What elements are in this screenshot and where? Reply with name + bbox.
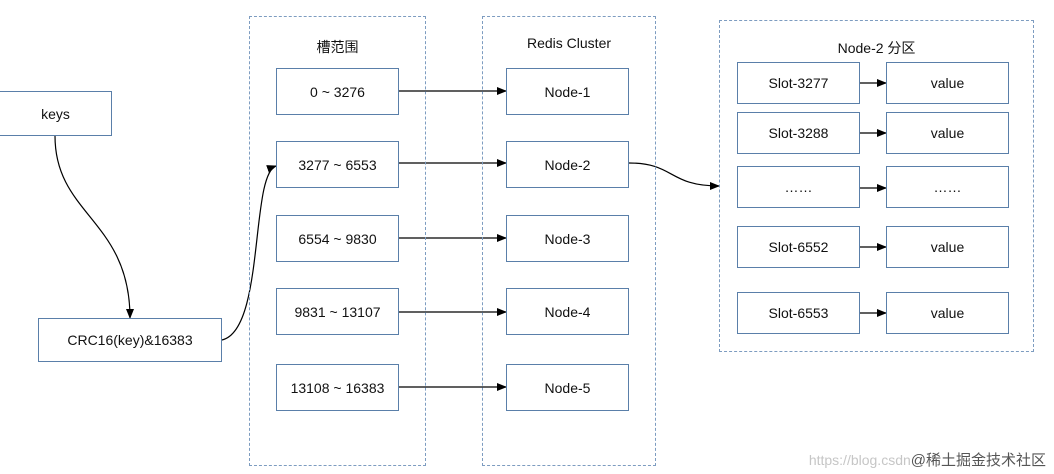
value-cell-2: value: [886, 112, 1009, 154]
keys-box: keys: [0, 91, 112, 136]
watermark-brand: @稀土掘金技术社区: [910, 452, 1046, 469]
value-cell-5-label: value: [930, 305, 965, 321]
value-cell-4-label: value: [930, 239, 965, 255]
node-4-label: Node-4: [544, 303, 591, 320]
value-cell-3: ……: [886, 166, 1009, 208]
hash-box: CRC16(key)&16383: [38, 318, 222, 362]
node-4: Node-4: [506, 288, 629, 335]
node-3: Node-3: [506, 215, 629, 262]
cluster-title: Redis Cluster: [526, 35, 612, 51]
node-1-label: Node-1: [544, 83, 591, 100]
watermark: https://blog.csdn@稀土掘金技术社区: [809, 449, 1046, 470]
value-cell-4: value: [886, 226, 1009, 268]
value-cell-1: value: [886, 62, 1009, 104]
slot-range-5: 13108 ~ 16383: [276, 364, 399, 411]
slot-cell-4-label: Slot-6552: [768, 239, 829, 255]
slot-cell-3: ……: [737, 166, 860, 208]
watermark-url: https://blog.csdn: [808, 452, 911, 468]
slot-range-3-label: 6554 ~ 9830: [298, 230, 377, 247]
hash-label: CRC16(key)&16383: [67, 332, 193, 348]
cluster-group: [482, 16, 656, 466]
slot-cell-3-label: ……: [784, 179, 813, 195]
node-5: Node-5: [506, 364, 629, 411]
node-2: Node-2: [506, 141, 629, 188]
value-cell-1-label: value: [930, 75, 965, 91]
arrow-keys-to-hash: [54, 135, 134, 319]
value-cell-3-label: ……: [933, 179, 962, 195]
slot-range-3: 6554 ~ 9830: [276, 215, 399, 262]
value-cell-5: value: [886, 292, 1009, 334]
slot-range-1: 0 ~ 3276: [276, 68, 399, 115]
slot-cell-4: Slot-6552: [737, 226, 860, 268]
slot-cell-1-label: Slot-3277: [768, 75, 829, 91]
slot-cell-2-label: Slot-3288: [768, 125, 829, 141]
slot-range-2-label: 3277 ~ 6553: [298, 156, 377, 173]
value-cell-2-label: value: [930, 125, 965, 141]
slot-range-2: 3277 ~ 6553: [276, 141, 399, 188]
partition-title: Node-2 分区: [837, 40, 916, 56]
slot-cell-2: Slot-3288: [737, 112, 860, 154]
slot-cell-5-label: Slot-6553: [768, 305, 829, 321]
slot-cell-1: Slot-3277: [737, 62, 860, 104]
partition-group: [719, 20, 1034, 352]
slot-range-title: 槽范围: [316, 39, 359, 55]
node-1: Node-1: [506, 68, 629, 115]
node-3-label: Node-3: [544, 230, 591, 247]
node-2-label: Node-2: [544, 156, 591, 173]
slot-range-5-label: 13108 ~ 16383: [290, 379, 385, 396]
node-5-label: Node-5: [544, 379, 591, 396]
slot-cell-5: Slot-6553: [737, 292, 860, 334]
slot-range-1-label: 0 ~ 3276: [310, 83, 365, 100]
slot-range-4: 9831 ~ 13107: [276, 288, 399, 335]
slot-range-group: [249, 16, 426, 466]
slot-range-4-label: 9831 ~ 13107: [294, 303, 381, 320]
keys-label: keys: [41, 105, 70, 122]
